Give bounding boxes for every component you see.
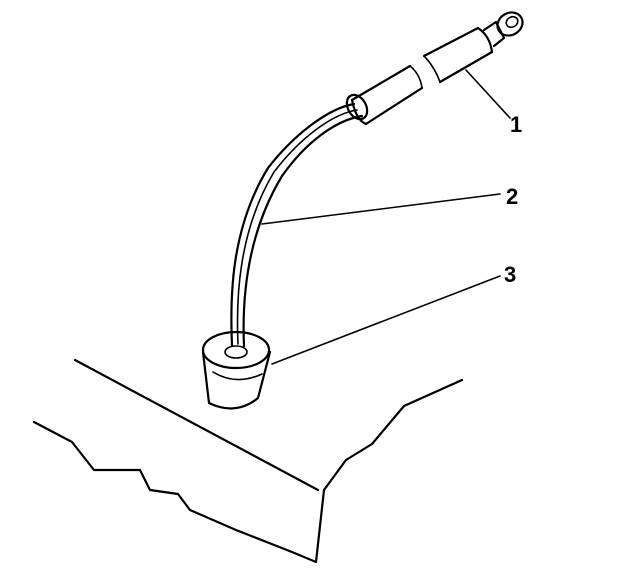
cup-part xyxy=(201,330,272,410)
hose-ferrule xyxy=(345,93,369,121)
tool-rod-part xyxy=(350,11,524,126)
surface-outline xyxy=(32,358,464,564)
leader-lines xyxy=(261,69,511,365)
callout-1: 1 xyxy=(510,112,522,137)
hose-part xyxy=(230,102,364,348)
callout-3: 3 xyxy=(504,262,516,287)
callout-2: 2 xyxy=(506,184,518,209)
